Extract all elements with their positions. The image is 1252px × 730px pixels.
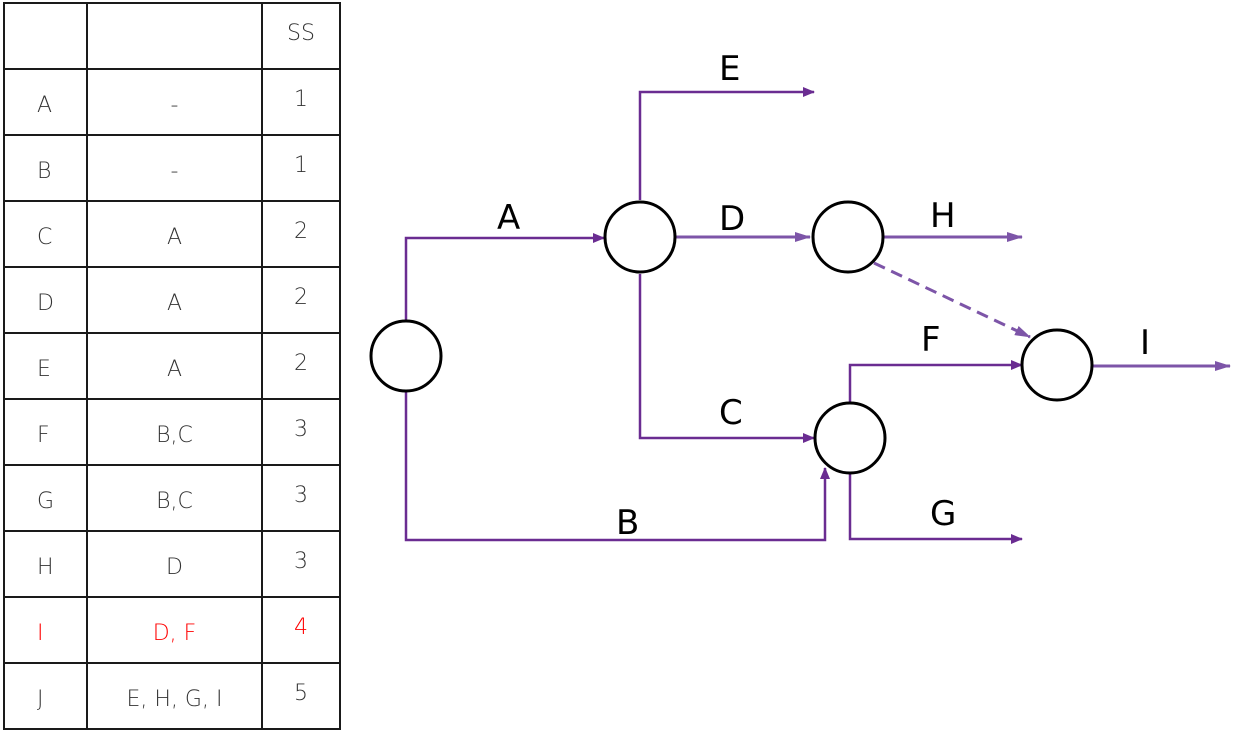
edge-G xyxy=(848,474,1023,544)
ss-cell: 1 xyxy=(261,68,341,136)
node-after-D xyxy=(811,200,885,274)
predecessor-cell: D xyxy=(86,530,263,598)
label-D: D xyxy=(719,199,745,239)
predecessor-cell: B,C xyxy=(86,464,263,532)
edge-C xyxy=(638,274,815,443)
table-header-row: SS xyxy=(3,2,341,70)
label-B: B xyxy=(616,503,639,543)
label-E: E xyxy=(719,49,740,89)
activity-cell: E xyxy=(3,332,88,400)
edge-B xyxy=(404,392,830,542)
edge-F xyxy=(848,360,1023,402)
predecessor-cell: B,C xyxy=(86,398,263,466)
activity-cell: G xyxy=(3,464,88,532)
ss-cell: 2 xyxy=(261,332,341,400)
table-row: D A 2 xyxy=(3,266,341,334)
header-cell-ss: SS xyxy=(261,2,341,70)
table-row: B - 1 xyxy=(3,134,341,202)
predecessor-cell: A xyxy=(86,332,263,400)
predecessor-cell: - xyxy=(86,68,263,136)
header-cell-activity xyxy=(3,2,88,70)
node-after-F xyxy=(1020,328,1094,402)
ss-cell: 4 xyxy=(261,596,341,664)
activity-cell: D xyxy=(3,266,88,334)
predecessor-cell: - xyxy=(86,134,263,202)
activity-network-diagram: A E D H F I C G B xyxy=(369,49,1231,544)
label-H: H xyxy=(930,196,956,236)
header-cell-predecessors xyxy=(86,2,263,70)
activity-cell: I xyxy=(3,596,88,664)
table-row: A - 1 xyxy=(3,68,341,136)
edge-dummy-dashed xyxy=(873,261,1031,339)
node-after-BC xyxy=(813,401,887,475)
activity-cell: H xyxy=(3,530,88,598)
activity-cell: C xyxy=(3,200,88,268)
ss-cell: 3 xyxy=(261,530,341,598)
predecessor-cell: A xyxy=(86,266,263,334)
table-row: E A 2 xyxy=(3,332,341,400)
edge-E xyxy=(638,87,815,200)
activity-cell: B xyxy=(3,134,88,202)
table-row: H D 3 xyxy=(3,530,341,598)
ss-cell: 2 xyxy=(261,200,341,268)
node-start xyxy=(369,319,443,393)
label-G: G xyxy=(930,494,956,534)
activity-table: SS A - 1 B - 1 C A 2 D A 2 E A 2 F B,C xyxy=(3,2,341,730)
table-row-highlighted: I D, F 4 xyxy=(3,596,341,664)
node-after-A xyxy=(603,200,677,274)
label-C: C xyxy=(719,393,743,433)
table-row: C A 2 xyxy=(3,200,341,268)
activity-cell: F xyxy=(3,398,88,466)
ss-cell: 2 xyxy=(261,266,341,334)
ss-cell: 3 xyxy=(261,464,341,532)
label-I: I xyxy=(1140,323,1150,363)
predecessor-cell: A xyxy=(86,200,263,268)
label-F: F xyxy=(921,320,941,360)
ss-cell: 3 xyxy=(261,398,341,466)
edge-A xyxy=(404,233,605,320)
table-row: G B,C 3 xyxy=(3,464,341,532)
activity-cell: A xyxy=(3,68,88,136)
label-A: A xyxy=(497,198,520,238)
table-row: F B,C 3 xyxy=(3,398,341,466)
predecessor-cell: D, F xyxy=(86,596,263,664)
ss-cell: 1 xyxy=(261,134,341,202)
